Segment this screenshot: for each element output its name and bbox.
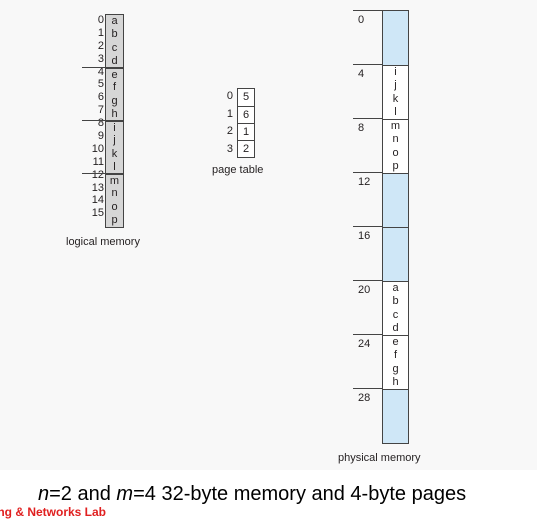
logical-page-divider	[82, 173, 124, 174]
physical-address-tick	[353, 10, 382, 11]
page-table-frame-number: 1	[238, 123, 254, 140]
logical-memory-byte: k	[111, 147, 118, 160]
caption-m-var: m	[116, 483, 134, 505]
physical-memory-byte: k	[392, 92, 399, 105]
physical-address-tick	[353, 280, 382, 281]
logical-memory-byte: c	[111, 41, 118, 54]
physical-memory-byte: f	[393, 349, 398, 362]
physical-memory-label: physical memory	[338, 452, 421, 464]
logical-address: 12	[91, 168, 104, 181]
page-table-frame-number: 6	[238, 106, 254, 123]
physical-memory-byte: i	[394, 66, 397, 78]
physical-memory-byte: c	[392, 308, 399, 321]
physical-frame	[383, 11, 408, 65]
logical-memory-byte: b	[111, 28, 118, 41]
physical-memory-byte: b	[392, 295, 399, 308]
logical-memory-byte: d	[111, 54, 118, 67]
physical-address-tick	[353, 64, 382, 65]
physical-memory-byte: e	[392, 336, 399, 348]
page-table-index: 1	[226, 107, 233, 120]
logical-memory-byte: p	[111, 213, 118, 226]
logical-memory-byte: e	[106, 68, 123, 81]
page-table-index: 3	[226, 142, 233, 155]
logical-memory-label: logical memory	[66, 236, 140, 248]
caption: n=2 and m=4 32-byte memory and 4-byte pa…	[38, 483, 466, 506]
logical-memory-byte: n	[111, 187, 118, 200]
logical-address: 15	[91, 207, 104, 220]
physical-address-tick	[353, 334, 382, 335]
logical-address: 0	[97, 14, 104, 26]
physical-address-tick	[353, 118, 382, 119]
footer-text: ing & Networks Lab	[0, 505, 107, 519]
physical-memory-byte: o	[392, 146, 399, 159]
physical-memory-byte: l	[394, 105, 397, 118]
physical-address: 24	[358, 338, 371, 350]
page-table-indices: 0 1 2 3	[224, 88, 233, 158]
logical-address: 13	[91, 181, 104, 194]
caption-n-text: =2 and	[49, 483, 117, 505]
physical-address: 20	[358, 284, 371, 296]
physical-address: 12	[358, 176, 371, 188]
physical-address: 16	[358, 230, 371, 242]
physical-memory-byte: j	[394, 79, 397, 92]
logical-page-divider	[82, 67, 124, 68]
logical-memory-byte: o	[111, 200, 118, 213]
physical-memory-byte: a	[392, 282, 399, 294]
logical-memory-byte: f	[112, 81, 117, 94]
logical-memory-byte: h	[111, 107, 118, 120]
physical-memory-byte: g	[392, 362, 399, 375]
page-table-index: 0	[226, 90, 233, 102]
physical-memory-byte: h	[392, 375, 399, 388]
page-table-label: page table	[212, 164, 264, 176]
logical-memory-byte: g	[111, 94, 118, 107]
physical-address-tick	[353, 172, 382, 173]
page-table-index: 2	[226, 125, 233, 137]
logical-memory-byte: a	[111, 15, 118, 27]
logical-memory-byte: j	[113, 134, 116, 147]
physical-memory-byte: p	[392, 159, 399, 172]
logical-address: 4	[97, 65, 104, 78]
logical-memory-byte: l	[113, 160, 116, 173]
logical-memory-byte: m	[106, 174, 123, 187]
logical-address: 9	[97, 130, 104, 143]
page-table-frame-number: 2	[238, 140, 254, 157]
physical-address: 8	[358, 122, 365, 134]
physical-frame	[383, 227, 408, 281]
caption-n-var: n	[38, 483, 50, 505]
logical-page-divider	[82, 120, 124, 121]
logical-memory-byte: i	[106, 121, 123, 134]
logical-address: 11	[92, 155, 104, 168]
physical-memory-byte: m	[390, 120, 401, 132]
physical-frame	[383, 389, 408, 443]
logical-address: 2	[97, 39, 104, 52]
physical-address: 4	[358, 68, 365, 80]
physical-address-tick	[353, 226, 382, 227]
physical-memory-byte: n	[392, 133, 399, 146]
physical-address: 0	[358, 14, 365, 26]
logical-address: 3	[97, 52, 104, 65]
logical-address: 10	[91, 142, 104, 155]
logical-address: 8	[97, 117, 104, 130]
logical-address: 5	[97, 78, 104, 91]
logical-address: 1	[97, 26, 104, 39]
physical-memory-byte: d	[392, 321, 399, 334]
physical-frame	[383, 173, 408, 227]
physical-address: 28	[358, 392, 371, 404]
physical-address-tick	[353, 388, 382, 389]
caption-m-text: =4 32-byte memory and 4-byte pages	[133, 483, 467, 505]
logical-address: 14	[91, 194, 104, 207]
logical-address: 6	[97, 91, 104, 104]
page-table-frame-number: 5	[242, 91, 250, 103]
logical-address: 7	[97, 104, 104, 117]
